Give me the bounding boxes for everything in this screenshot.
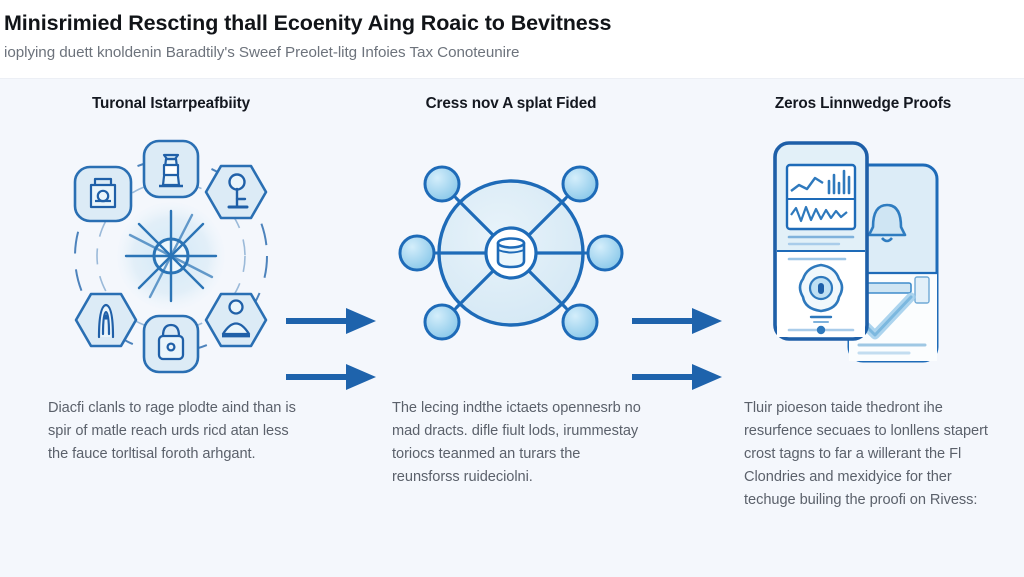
- column-body-3: Tluir pioeson taide thedront ihe resurfe…: [744, 400, 988, 508]
- vault-icon: [89, 177, 117, 209]
- hub-and-spoke-diagram: [26, 131, 316, 401]
- network-wheel-svg: [398, 165, 624, 341]
- hub-and-spoke-svg: [73, 139, 268, 374]
- fingerprint-icon: [97, 303, 115, 339]
- flow-arrows-step-1-to-2: [284, 304, 380, 394]
- bar-chart-icon: [827, 169, 851, 195]
- front-phone: [773, 141, 869, 341]
- column-body-1: Diacfi clanls to rage plodte aind than i…: [48, 400, 296, 462]
- page-subtitle: ioplying duett knoldenin Baradtily's Swe…: [4, 43, 520, 61]
- key-icon: [227, 173, 249, 209]
- arrow-upper: [286, 308, 376, 334]
- node-person-shield: [204, 292, 268, 348]
- column-body-2: The lecing indthe ictaets opennesrb no m…: [392, 400, 641, 485]
- arrow-upper: [632, 308, 722, 334]
- arrow-lower: [286, 364, 376, 390]
- orbit-ring-outer: [74, 159, 268, 353]
- network-node: [561, 165, 599, 203]
- back-card: [847, 163, 939, 363]
- mockup-svg: [773, 141, 939, 363]
- database-icon: [496, 237, 526, 269]
- arrows-svg-2: [632, 308, 722, 390]
- column-zero-knowledge-proofs: Zeros Linnwedge Proofs: [718, 79, 1008, 577]
- shield-lock-icon: [798, 263, 844, 323]
- network-node: [423, 165, 461, 203]
- network-node: [398, 234, 436, 272]
- bell-icon: [867, 203, 907, 243]
- arrow-lower: [632, 364, 722, 390]
- node-vault: [73, 165, 133, 223]
- column-heading-3: Zeros Linnwedge Proofs: [774, 95, 952, 112]
- network-node: [423, 303, 461, 341]
- arrows-svg-1: [286, 308, 376, 390]
- node-fingerprint: [74, 292, 138, 348]
- column-shared-ledger: Cress nov A splat Fided: [366, 79, 656, 577]
- padlock-icon: [157, 323, 185, 361]
- column-heading-1: Turonal Istarrpeafbiity: [91, 95, 251, 112]
- progress-slider[interactable]: [787, 325, 855, 335]
- column-heading-2: Cress nov A splat Fided: [425, 95, 597, 112]
- page-title: Minisrimied Rescting thall Ecoenity Aing…: [4, 11, 612, 35]
- header: Minisrimied Rescting thall Ecoenity Aing…: [0, 0, 1024, 78]
- column-interoperability: Turonal Istarrpeafbiity: [26, 79, 316, 577]
- mobile-dashboard-mockup: [718, 131, 1008, 401]
- network-wheel-diagram: [366, 131, 656, 401]
- sunburst-icon: [124, 209, 218, 303]
- lighthouse-icon: [159, 153, 183, 188]
- network-node: [561, 303, 599, 341]
- node-padlock: [142, 314, 200, 374]
- node-key: [204, 164, 268, 220]
- content-panel: Turonal Istarrpeafbiity: [0, 78, 1024, 577]
- node-lighthouse: [142, 139, 200, 199]
- person-shield-icon: [221, 299, 251, 338]
- flow-arrows-step-2-to-3: [630, 304, 726, 394]
- network-node: [586, 234, 624, 272]
- waveform-icon: [790, 205, 848, 223]
- line-chart-icon: [790, 176, 824, 192]
